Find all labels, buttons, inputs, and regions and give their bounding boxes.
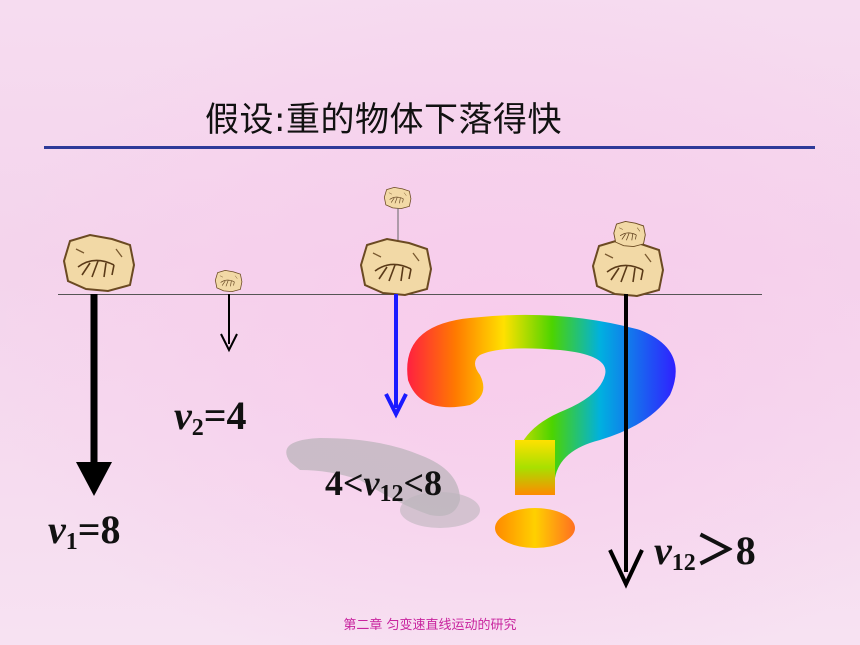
arrow-v12-greater [608, 294, 644, 589]
page-title: 假设:重的物体下落得快 [205, 100, 562, 140]
label-v1: v1=8 [48, 507, 121, 555]
arrow-v1 [76, 294, 112, 496]
stone-icon-tied-light [383, 186, 412, 210]
question-mark-icon [407, 314, 676, 548]
stone-icon-combined-heavy [592, 239, 664, 297]
stone-icon-tied-heavy [360, 238, 432, 296]
arrow-v2 [220, 294, 238, 353]
label-v12-between: 4<v12<8 [325, 463, 443, 507]
stone-icon-heavy [63, 234, 135, 292]
footer-chapter: 第二章 匀变速直线运动的研究 [343, 618, 517, 633]
stone-icon-combined-light [613, 220, 646, 248]
label-v12-greater: v12＞8 [654, 528, 756, 576]
label-v2: v2=4 [174, 393, 247, 441]
arrow-v12-between [384, 294, 408, 419]
stone-icon-light [214, 269, 243, 293]
title-underline [44, 146, 815, 149]
